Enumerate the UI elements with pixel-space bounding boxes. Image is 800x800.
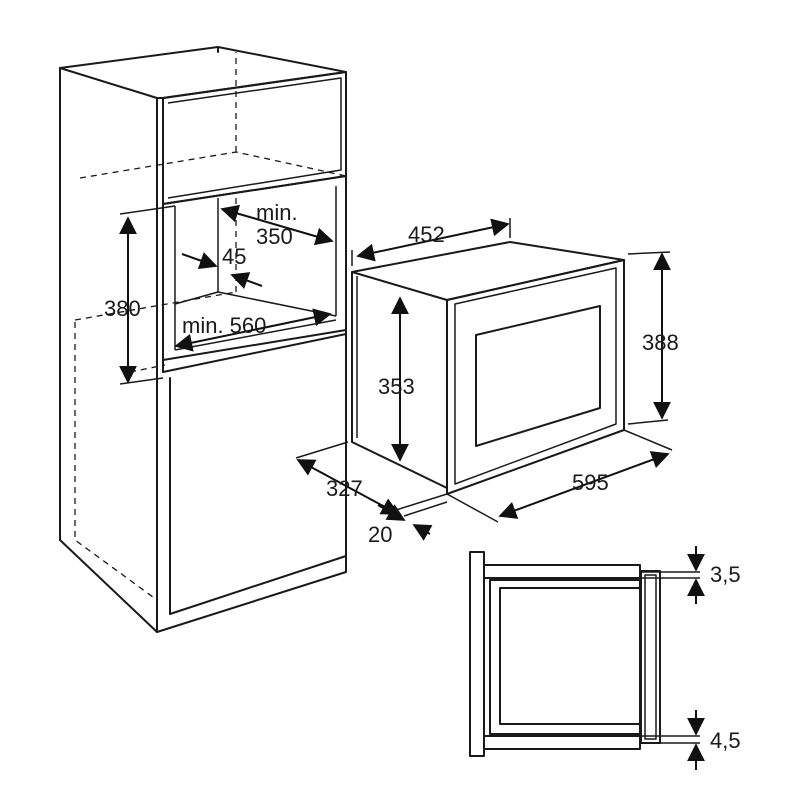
dim-arrow-350 (220, 204, 334, 246)
dim-arrow-327 (296, 459, 400, 515)
section-bottom-shelf (483, 735, 641, 750)
dim-arrow-45-b (230, 272, 263, 290)
hidden-line-upper (79, 151, 347, 179)
cabinet-lower-door (162, 333, 347, 615)
label-20: 20 (368, 522, 392, 547)
cabinet-dimensions (119, 204, 334, 385)
label-380: 380 (104, 296, 141, 321)
label-min: min. (256, 200, 298, 225)
label-4-5: 4,5 (710, 728, 741, 753)
oven-dimensions (295, 218, 673, 541)
label-388: 388 (642, 330, 679, 355)
label-327: 327 (326, 476, 363, 501)
oven (351, 241, 625, 495)
section-wall (469, 551, 485, 757)
oven-front-frame (446, 259, 625, 495)
niche-outline (162, 175, 347, 331)
section-top-shelf (483, 564, 641, 579)
label-min-560: min. 560 (182, 313, 266, 338)
section-detail (469, 551, 700, 757)
dim-arrow-595 (498, 451, 670, 519)
dim-arrow-45-a (181, 252, 218, 270)
label-452: 452 (408, 222, 445, 247)
label-595: 595 (572, 470, 609, 495)
label-45: 45 (222, 244, 246, 269)
oven-window (475, 305, 601, 447)
label-350: 350 (256, 224, 293, 249)
hidden-line-niche (74, 291, 237, 321)
dim-arrow-20-a (377, 504, 406, 521)
section-oven-body (489, 579, 641, 735)
section-front-panel (640, 570, 661, 744)
label-353: 353 (378, 374, 415, 399)
cabinet-plinth (156, 555, 347, 633)
section-oven-inner (499, 587, 641, 725)
cabinet-top (59, 46, 347, 99)
label-3-5: 3,5 (710, 562, 741, 587)
dim-arrow-20-b (412, 524, 433, 541)
dim-arrow-560 (174, 308, 332, 352)
dim-arrow-452 (356, 218, 510, 262)
